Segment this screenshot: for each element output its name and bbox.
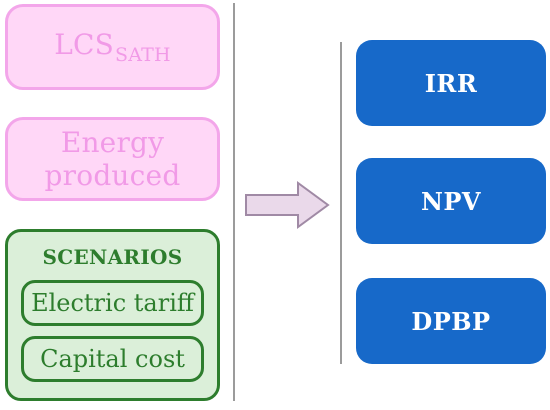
scenarios-title: SCENARIOS (42, 245, 183, 269)
input-lcs-sath: LCSSATH (5, 4, 220, 90)
lcs-main-text: LCS (54, 28, 115, 62)
scenario-capital-cost: Capital cost (21, 336, 204, 382)
output-dpbp-label: DPBP (411, 306, 491, 336)
lcs-sath-label: LCSSATH (54, 28, 171, 66)
output-irr-label: IRR (424, 68, 478, 98)
output-dpbp: DPBP (356, 278, 546, 364)
scenarios-group (5, 229, 220, 401)
lcs-subscript-text: SATH (115, 43, 171, 66)
scenario-electric-tariff-label: Electric tariff (31, 289, 194, 317)
scenario-capital-cost-label: Capital cost (40, 345, 185, 373)
energy-produced-label: Energy produced (44, 126, 181, 192)
scenario-electric-tariff: Electric tariff (21, 280, 204, 326)
output-irr: IRR (356, 40, 546, 126)
output-npv-label: NPV (420, 186, 482, 216)
output-npv: NPV (356, 158, 546, 244)
left-divider-line (233, 3, 235, 401)
arrow-shape (245, 181, 330, 229)
right-divider-line (340, 42, 342, 364)
input-energy-produced: Energy produced (5, 117, 220, 201)
right-arrow-icon (245, 181, 330, 229)
